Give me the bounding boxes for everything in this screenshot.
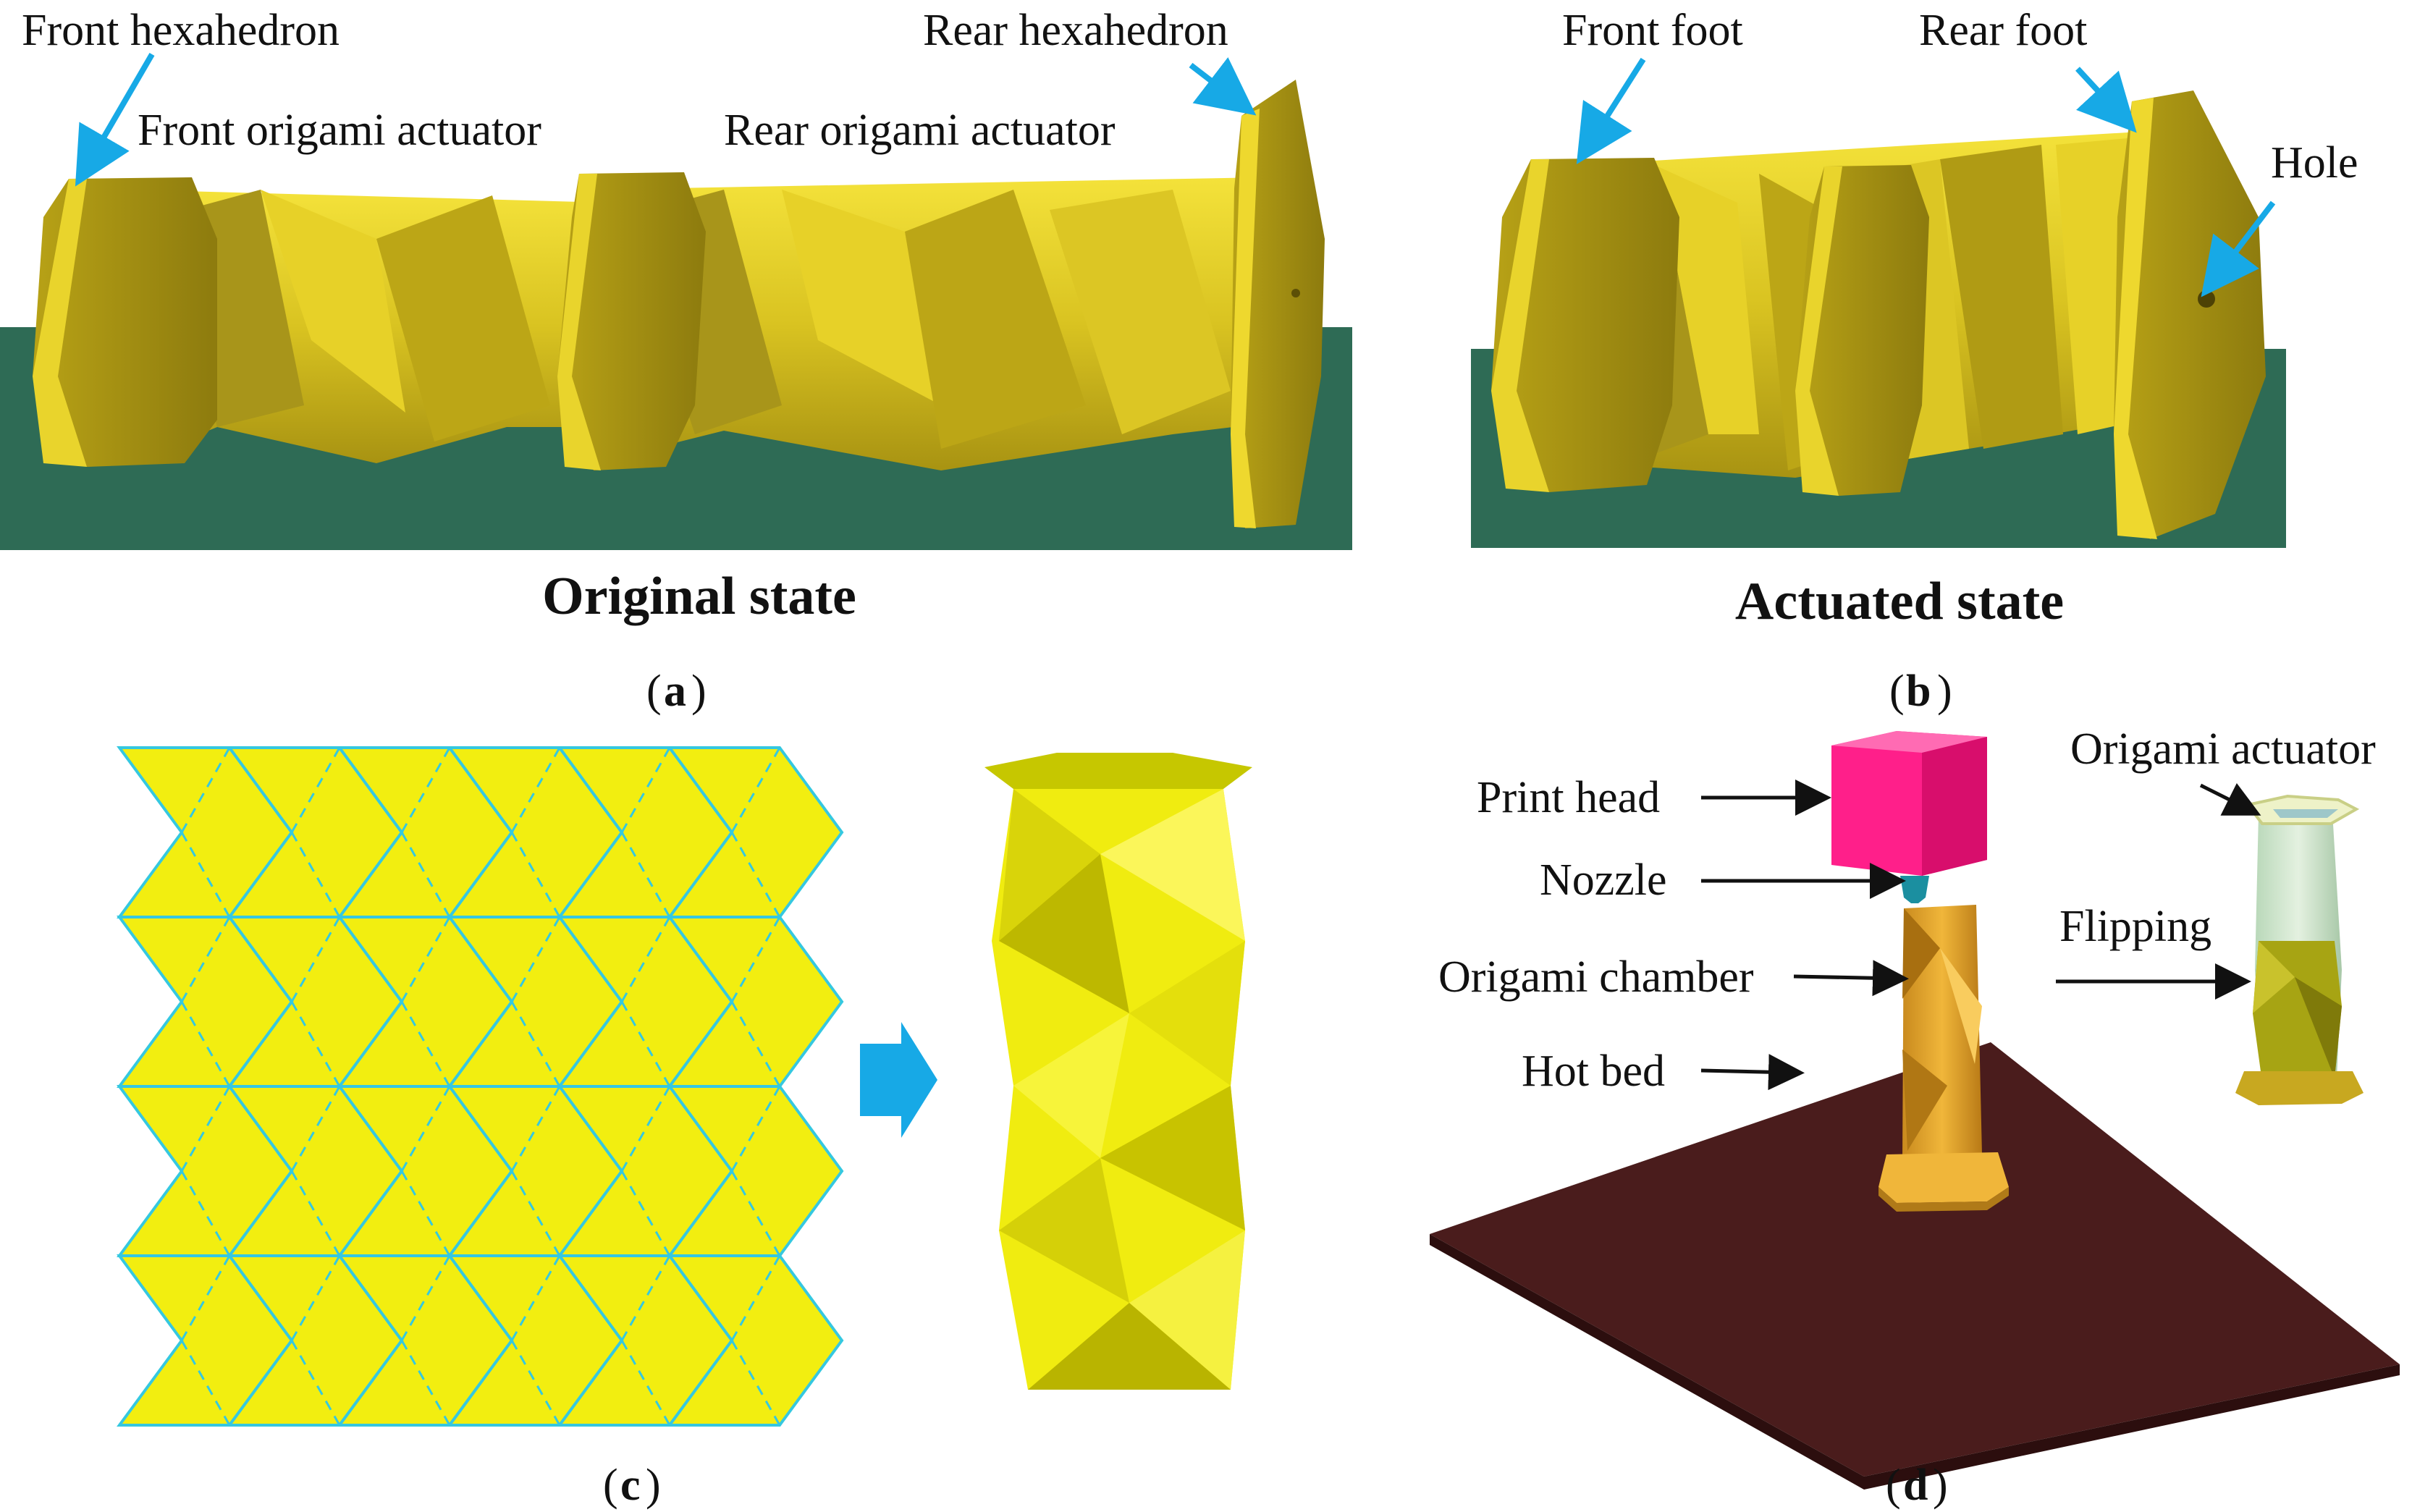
svg-text:a: a: [664, 667, 686, 716]
svg-text:c: c: [620, 1461, 641, 1510]
svg-text:d: d: [1903, 1461, 1928, 1510]
caption-actuated-state: Actuated state: [1735, 572, 2064, 631]
hole-marker: [2198, 290, 2215, 308]
arrow-hot-bed: [1700, 1054, 1805, 1091]
hot-bed: [1430, 1042, 2400, 1477]
panel-letter-b: ( b ): [1889, 667, 1952, 716]
panel-letter-c: ( c ): [603, 1461, 661, 1510]
arrow-origami-chamber: [1793, 960, 1909, 997]
svg-text:): ): [646, 1461, 661, 1510]
flipped-origami-actuator: [2235, 794, 2364, 1105]
panel-letter-d: ( d ): [1886, 1461, 1948, 1510]
front-hexahedron: [33, 177, 217, 467]
svg-text:(: (: [646, 667, 662, 716]
label-hot-bed: Hot bed: [1522, 1047, 1665, 1096]
rear-foot: [2114, 90, 2266, 539]
svg-text:(: (: [1889, 667, 1905, 716]
fold-arrow-icon: [860, 1022, 937, 1138]
svg-text:(: (: [603, 1461, 618, 1510]
crease-pattern: [117, 746, 844, 1427]
nozzle: [1900, 876, 1929, 903]
label-print-head: Print head: [1477, 773, 1660, 822]
arrow-rear-foot: [2075, 67, 2137, 133]
label-front-foot: Front foot: [1562, 6, 1743, 55]
label-front-hexahedron: Front hexahedron: [22, 6, 340, 55]
caption-original-state: Original state: [542, 567, 856, 626]
label-flipping: Flipping: [2059, 902, 2211, 951]
middle-hexahedron: [557, 172, 706, 470]
panel-b: Front foot Rear foot Hole Actuated state…: [1471, 6, 2358, 716]
panel-d: Print head Nozzle Origami chamber Hot be…: [1430, 725, 2400, 1510]
label-origami-actuator: Origami actuator: [2070, 725, 2376, 774]
arrow-front-hexahedron: [75, 52, 155, 187]
middle-foot: [1795, 165, 1929, 496]
label-origami-chamber: Origami chamber: [1438, 953, 1754, 1002]
print-head: [1831, 731, 1987, 876]
svg-text:): ): [691, 667, 707, 716]
front-origami-actuator-body: [130, 190, 623, 463]
arrow-front-foot: [1576, 57, 1646, 165]
arrow-origami-actuator: [2199, 782, 2261, 816]
svg-text:(: (: [1886, 1461, 1901, 1510]
label-hole: Hole: [2271, 138, 2358, 187]
arrow-hole: [2201, 200, 2276, 297]
label-rear-hexahedron: Rear hexahedron: [923, 6, 1228, 55]
svg-text:b: b: [1906, 667, 1931, 716]
panel-a: Front hexahedron Rear hexahedron Front o…: [0, 6, 1352, 716]
svg-text:): ): [1933, 1461, 1948, 1510]
label-rear-origami-actuator: Rear origami actuator: [724, 106, 1116, 155]
panel-c: ( c ): [117, 746, 1252, 1510]
label-rear-foot: Rear foot: [1919, 6, 2087, 55]
rear-hexahedron: [1231, 80, 1325, 528]
origami-chamber: [1878, 905, 2009, 1212]
panel-letter-a: ( a ): [646, 667, 707, 716]
label-front-origami-actuator: Front origami actuator: [138, 106, 541, 155]
label-nozzle: Nozzle: [1540, 856, 1667, 905]
arrow-rear-hexahedron: [1189, 57, 1257, 116]
front-foot: [1491, 158, 1679, 492]
folded-origami-tube: [984, 753, 1252, 1390]
svg-text:): ): [1937, 667, 1952, 716]
